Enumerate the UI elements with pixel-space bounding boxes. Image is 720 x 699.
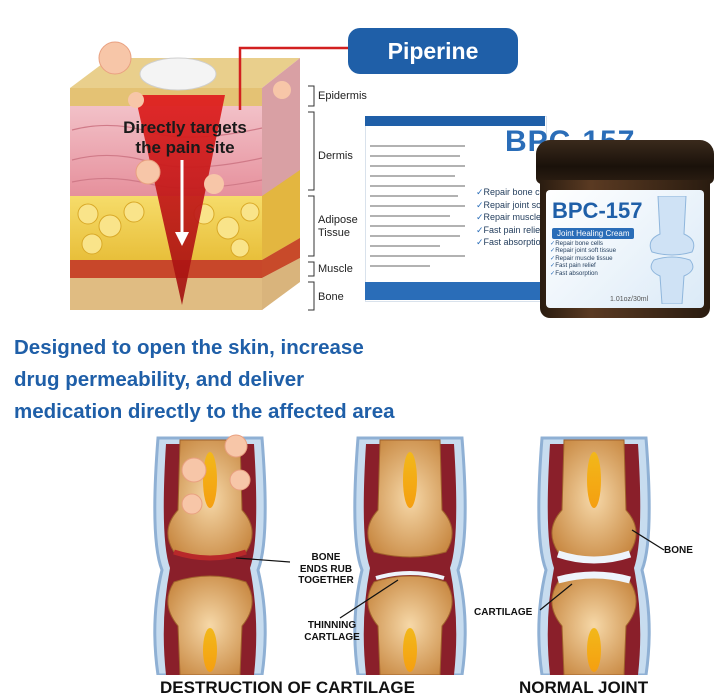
product-box-stripe bbox=[365, 116, 545, 126]
label-adipose: Adipose bbox=[318, 214, 358, 226]
annot-thinning-2: CARTLAGE bbox=[304, 631, 360, 643]
caption-destruction-of-cartilage: DESTRUCTION OF CARTILAGE bbox=[160, 678, 415, 697]
box-benefit-item: Fast absorption bbox=[476, 236, 546, 249]
box-benefit-list: Repair bone c Repair joint so Repair mus… bbox=[476, 186, 546, 249]
box-benefit-item: Repair bone c bbox=[476, 186, 546, 199]
label-tissue: Tissue bbox=[318, 227, 350, 239]
joint-normal bbox=[537, 436, 651, 675]
callout-line-2: the pain site bbox=[135, 138, 235, 157]
headline-line-1: Designed to open the skin, increase bbox=[14, 336, 364, 359]
annot-bone: BONE bbox=[664, 545, 693, 556]
annot-thinning-cartilage: THINNING CARTLAGE bbox=[292, 620, 372, 643]
box-benefit-item: Repair muscle bbox=[476, 211, 546, 224]
annot-cartilage: CARTILAGE bbox=[474, 607, 533, 618]
jar-lid bbox=[536, 140, 714, 184]
jar-benefit-item: Repair muscle tissue bbox=[550, 255, 616, 262]
jar-benefit-item: Fast absorption bbox=[550, 270, 616, 277]
jar-title: BPC-157 bbox=[552, 198, 643, 223]
jar-benefit-item: Repair bone cells bbox=[550, 240, 616, 247]
joint-thinning bbox=[353, 436, 467, 675]
headline-line-2: drug permeability, and deliver bbox=[14, 368, 305, 391]
jar-benefit-list: Repair bone cells Repair joint soft tiss… bbox=[550, 240, 616, 277]
annot-thinning-1: THINNING bbox=[307, 620, 357, 631]
label-dermis: Dermis bbox=[318, 150, 353, 162]
headline-line-3: medication directly to the affected area bbox=[14, 400, 395, 423]
callout-line-1: Directly targets bbox=[123, 118, 247, 137]
piperine-badge: Piperine bbox=[348, 28, 518, 74]
annot-bone-ends-rub: BONE ENDS RUB TOGETHER bbox=[288, 552, 364, 587]
label-bone: Bone bbox=[318, 291, 344, 303]
knee-joint-icon bbox=[649, 196, 695, 304]
callout-text: Directly targets the pain site bbox=[110, 118, 260, 158]
jar-benefit-item: Repair joint soft tissue bbox=[550, 247, 616, 254]
headline: Designed to open the skin, increase drug… bbox=[14, 332, 484, 428]
box-benefit-item: Repair joint so bbox=[476, 199, 546, 212]
label-muscle: Muscle bbox=[318, 263, 353, 275]
joint-destroyed bbox=[153, 434, 267, 675]
box-benefit-item: Fast pain relief bbox=[476, 224, 546, 237]
annot-bone-ends-rub-3: TOGETHER bbox=[298, 575, 354, 586]
product-box-bottom-band bbox=[365, 282, 545, 300]
joint-illustrations bbox=[153, 434, 665, 675]
jar-benefit-item: Fast pain relief bbox=[550, 262, 616, 269]
caption-normal-joint: NORMAL JOINT bbox=[519, 678, 649, 697]
box-fine-print-lines bbox=[370, 145, 465, 267]
annot-bone-ends-rub-2: ENDS RUB bbox=[299, 563, 353, 575]
skin-cross-section-illustration bbox=[70, 41, 348, 311]
jar-size: 1.01oz/30ml bbox=[610, 296, 649, 303]
jar-subtitle: Joint Healing Cream bbox=[552, 228, 635, 239]
label-epidermis: Epidermis bbox=[318, 90, 367, 102]
annot-bone-ends-rub-1: BONE bbox=[311, 552, 341, 563]
